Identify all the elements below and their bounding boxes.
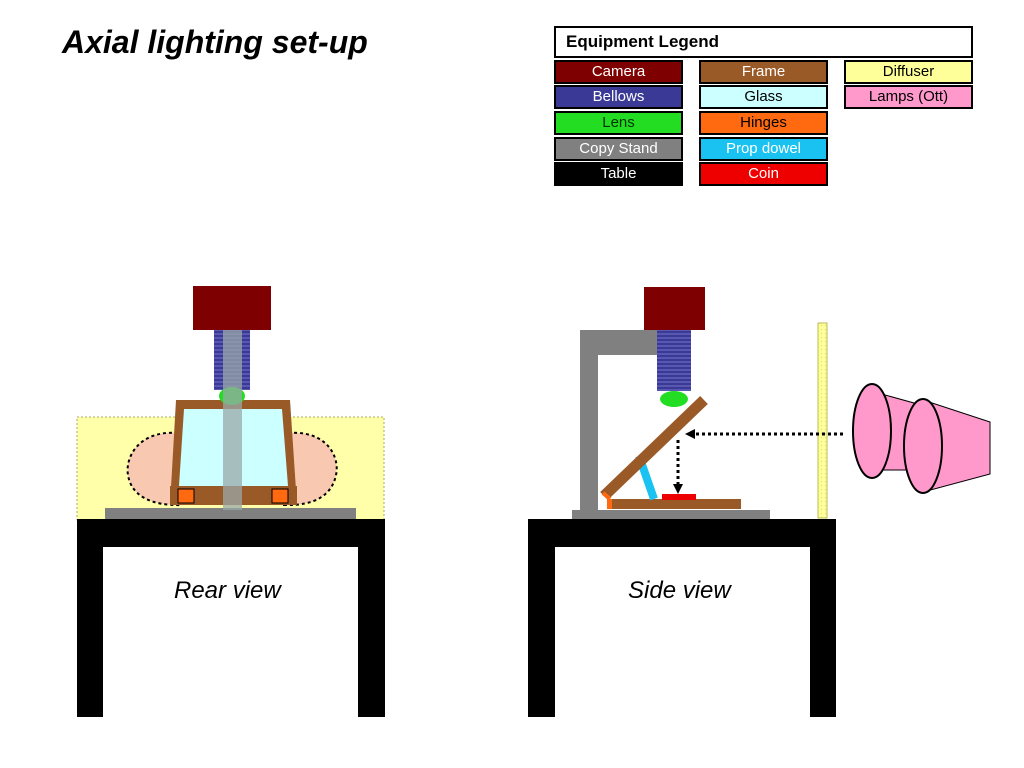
lamp-front-rim xyxy=(903,398,943,494)
legend-item-coin: Coin xyxy=(699,162,828,186)
legend-item-camera: Camera xyxy=(554,60,683,84)
legend-item-prop-dowel: Prop dowel xyxy=(699,137,828,161)
legend-title: Equipment Legend xyxy=(554,26,973,58)
rear-view-diagram xyxy=(76,286,385,717)
side-base-frame xyxy=(610,499,741,509)
rear-table-leg-right xyxy=(358,545,385,717)
legend-item-hinges: Hinges xyxy=(699,111,828,135)
page-title: Axial lighting set-up xyxy=(62,24,368,60)
legend-item-bellows: Bellows xyxy=(554,85,683,109)
rear-hinge-right xyxy=(271,488,289,504)
rear-camera xyxy=(193,286,271,330)
lamp-back-rim xyxy=(852,383,892,479)
side-coin xyxy=(662,494,696,500)
rear-copy-stand-base xyxy=(105,508,356,519)
rear-table-leg-left xyxy=(77,545,103,717)
rear-lamp-glow-left xyxy=(126,431,184,507)
side-view-label: Side view xyxy=(628,577,731,604)
legend-item-frame: Frame xyxy=(699,60,828,84)
side-base-hinge xyxy=(607,499,612,509)
rear-view-label: Rear view xyxy=(174,577,281,604)
side-tilted-glass-frame xyxy=(600,396,708,500)
side-table-top xyxy=(528,519,836,547)
side-copy-stand-column xyxy=(580,330,598,510)
legend-item-glass: Glass xyxy=(699,85,828,109)
side-table-leg-left xyxy=(528,545,555,717)
side-table-leg-right xyxy=(810,545,836,717)
side-view-diagram xyxy=(528,287,991,717)
rear-light-column xyxy=(223,330,242,510)
side-diffuser xyxy=(817,322,828,519)
side-lens xyxy=(660,391,688,407)
legend-item-lamps-ott: Lamps (Ott) xyxy=(844,85,973,109)
legend-item-copy-stand: Copy Stand xyxy=(554,137,683,161)
side-camera xyxy=(644,287,705,330)
legend-item-lens: Lens xyxy=(554,111,683,135)
side-copy-stand-base xyxy=(572,510,770,519)
rear-hinge-left xyxy=(177,488,195,504)
side-upper-hinge xyxy=(601,491,612,501)
legend-item-table: Table xyxy=(554,162,683,186)
rear-table-top xyxy=(77,519,385,547)
side-bellows xyxy=(657,330,691,391)
legend-item-diffuser: Diffuser xyxy=(844,60,973,84)
side-copy-stand-arm xyxy=(580,330,660,355)
rear-lamp-glow-right xyxy=(282,431,338,507)
